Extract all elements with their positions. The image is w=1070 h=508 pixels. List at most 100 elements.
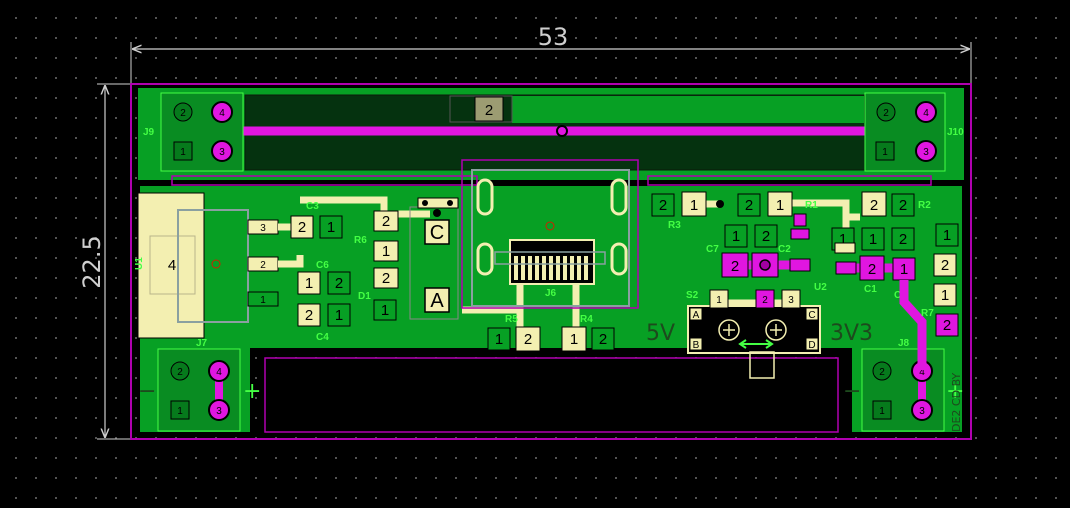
- connector-j7[interactable]: 2 1 4 3 J7 − +: [138, 338, 261, 432]
- svg-text:2: 2: [382, 270, 390, 287]
- svg-text:1: 1: [305, 275, 313, 292]
- r7-label: R7: [921, 308, 934, 319]
- led-diode[interactable]: C A: [409, 197, 459, 320]
- via-icon: [556, 125, 568, 137]
- svg-text:2: 2: [899, 231, 907, 248]
- u1-label: U1: [134, 257, 145, 270]
- r5-label: R5: [505, 314, 518, 325]
- switch-s2[interactable]: S2 1 2 3 A B C D: [686, 289, 821, 379]
- dimension-height: 22.5: [78, 83, 131, 440]
- svg-text:2: 2: [524, 331, 532, 348]
- svg-text:2: 2: [883, 108, 889, 119]
- s2-label: S2: [686, 290, 699, 301]
- svg-text:1: 1: [882, 147, 888, 158]
- board-cutout: [264, 357, 839, 433]
- u2-label: U2: [814, 282, 827, 293]
- board-outline: [130, 83, 972, 440]
- svg-text:2: 2: [745, 197, 753, 214]
- c7-label: C7: [706, 244, 719, 255]
- regulator-u1[interactable]: 4 3 2 1 U1: [134, 192, 279, 339]
- svg-text:2: 2: [180, 108, 186, 119]
- svg-text:1: 1: [180, 147, 186, 158]
- svg-text:3: 3: [219, 147, 225, 158]
- j10-label: J10: [947, 127, 964, 138]
- inner-line: [171, 175, 478, 186]
- svg-text:−: −: [843, 379, 861, 404]
- svg-text:2: 2: [382, 213, 390, 230]
- svg-text:A: A: [693, 310, 700, 321]
- pad-top-center-label: 2: [485, 102, 493, 119]
- svg-text:1: 1: [690, 197, 698, 214]
- svg-text:1: 1: [716, 295, 722, 306]
- net-label-3v3: 3V3: [830, 321, 873, 346]
- j8-label: J8: [898, 338, 910, 349]
- r3-label: R3: [668, 220, 681, 231]
- svg-text:2: 2: [868, 261, 876, 278]
- svg-text:2: 2: [870, 197, 878, 214]
- pad-top-center[interactable]: [474, 96, 504, 122]
- top-right-pour: [512, 96, 864, 123]
- svg-text:2: 2: [335, 275, 343, 292]
- svg-text:2: 2: [659, 197, 667, 214]
- c4-label: C4: [316, 332, 329, 343]
- svg-text:1: 1: [495, 331, 503, 348]
- resistors-top-row[interactable]: 2 1 R3 2 1 R1 2 2 R2: [651, 191, 931, 231]
- pad-top-outline: [449, 95, 513, 123]
- svg-text:1: 1: [869, 231, 877, 248]
- svg-text:2: 2: [879, 367, 885, 378]
- board-text: DE2 CD BY: [950, 372, 963, 432]
- inner-line-r: [647, 175, 932, 186]
- j9-label: J9: [143, 127, 155, 138]
- svg-text:C: C: [808, 310, 815, 321]
- svg-text:1: 1: [900, 261, 908, 278]
- svg-text:D: D: [808, 340, 815, 351]
- svg-text:4: 4: [216, 367, 222, 378]
- net-label-5v: 5V: [646, 321, 675, 346]
- r4-label: R4: [580, 314, 593, 325]
- svg-text:A: A: [430, 290, 444, 312]
- width-label: 53: [538, 23, 569, 51]
- svg-text:1: 1: [941, 287, 949, 304]
- r1-label: R1: [805, 200, 818, 211]
- svg-text:1: 1: [776, 197, 784, 214]
- svg-text:2: 2: [305, 307, 313, 324]
- svg-text:2: 2: [731, 258, 739, 275]
- svg-text:2: 2: [762, 295, 768, 306]
- svg-text:C: C: [430, 222, 444, 244]
- svg-text:2: 2: [762, 228, 770, 245]
- usb-connector-j6[interactable]: J6: [461, 159, 639, 309]
- svg-text:1: 1: [732, 228, 740, 245]
- height-label: 22.5: [78, 235, 106, 288]
- traces-yellow: [278, 196, 860, 335]
- svg-text:1: 1: [177, 406, 183, 417]
- svg-text:2: 2: [899, 197, 907, 214]
- svg-text:1: 1: [335, 307, 343, 324]
- j7-label: J7: [196, 338, 208, 349]
- svg-text:3: 3: [919, 406, 925, 417]
- svg-text:2: 2: [599, 331, 607, 348]
- svg-text:2: 2: [177, 367, 183, 378]
- svg-text:4: 4: [919, 367, 925, 378]
- resistors-r4-r5[interactable]: R5 1 2 R4 1 2: [487, 314, 615, 352]
- r6-label: R6: [354, 235, 367, 246]
- passives-left[interactable]: 2 1 C3 2 1 2 R6 C6 1 2 2 1 C4 D1 1: [290, 201, 399, 343]
- c1-label: C1: [864, 284, 877, 295]
- passives-right[interactable]: 1 2 C7 C2 1 1 2 1 2 U2 2 1 C1 C5 2 1 2 R…: [706, 213, 959, 370]
- svg-text:3: 3: [788, 295, 794, 306]
- j6-label: J6: [545, 288, 557, 299]
- svg-text:1: 1: [943, 227, 951, 244]
- svg-text:B: B: [693, 340, 700, 351]
- svg-text:1: 1: [570, 331, 578, 348]
- svg-text:3: 3: [923, 147, 929, 158]
- svg-text:4: 4: [923, 108, 929, 119]
- svg-text:1: 1: [382, 243, 390, 260]
- svg-text:1: 1: [879, 406, 885, 417]
- connector-j10[interactable]: 2 1 4 3 J10: [864, 92, 964, 172]
- connector-j8[interactable]: 2 1 4 3 J8 − +: [843, 338, 964, 432]
- svg-text:−: −: [138, 379, 156, 404]
- svg-text:4: 4: [168, 257, 176, 274]
- svg-text:2: 2: [260, 260, 266, 271]
- connector-j9[interactable]: 2 1 4 3 J9: [143, 92, 244, 172]
- svg-text:3: 3: [260, 223, 266, 234]
